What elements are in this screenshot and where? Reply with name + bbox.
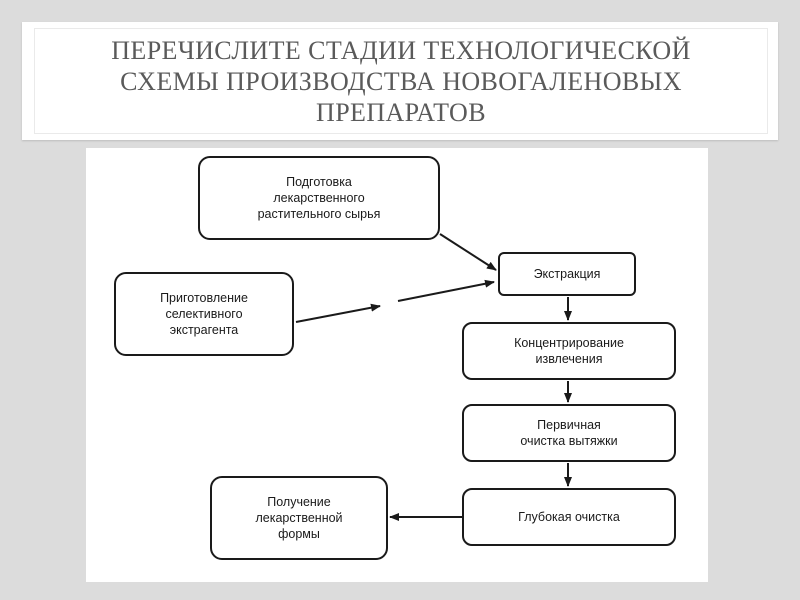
node-extraction: Экстракция — [498, 252, 636, 296]
title-line-3: ПРЕПАРАТОВ — [316, 97, 486, 127]
node-concentration-label: Концентрирование извлечения — [514, 336, 624, 366]
node-prep-raw: Подготовка лекарственного растительного … — [198, 156, 440, 240]
node-extraction-label: Экстракция — [533, 267, 601, 281]
node-primary-cleaning: Первичная очистка вытяжки — [462, 404, 676, 462]
slide-title: ПЕРЕЧИСЛИТЕ СТАДИИ ТЕХНОЛОГИЧЕСКОЙ СХЕМЫ… — [34, 28, 768, 134]
node-primary-cleaning-label: Первичная очистка вытяжки — [520, 418, 618, 448]
node-prep-raw-label: Подготовка лекарственного растительного … — [257, 175, 381, 221]
arrow-gap-to-extraction — [397, 279, 495, 302]
arrow-raw-to-extraction — [439, 233, 497, 271]
title-line-2: СХЕМЫ ПРОИЗВОДСТВА НОВОГАЛЕНОВЫХ — [120, 66, 682, 96]
title-line-1: ПЕРЕЧИСЛИТЕ СТАДИИ ТЕХНОЛОГИЧЕСКОЙ — [111, 35, 691, 65]
node-prep-extractant-label: Приготовление селективного экстрагента — [160, 291, 248, 337]
node-deep-cleaning-label: Глубокая очистка — [518, 510, 620, 524]
node-prep-extractant: Приготовление селективного экстрагента — [114, 272, 294, 356]
node-deep-cleaning: Глубокая очистка — [462, 488, 676, 546]
node-concentration: Концентрирование извлечения — [462, 322, 676, 380]
node-dosage-form-label: Получение лекарственной формы — [255, 495, 343, 541]
arrow-extractant-to-gap — [295, 303, 381, 323]
node-dosage-form: Получение лекарственной формы — [210, 476, 388, 560]
